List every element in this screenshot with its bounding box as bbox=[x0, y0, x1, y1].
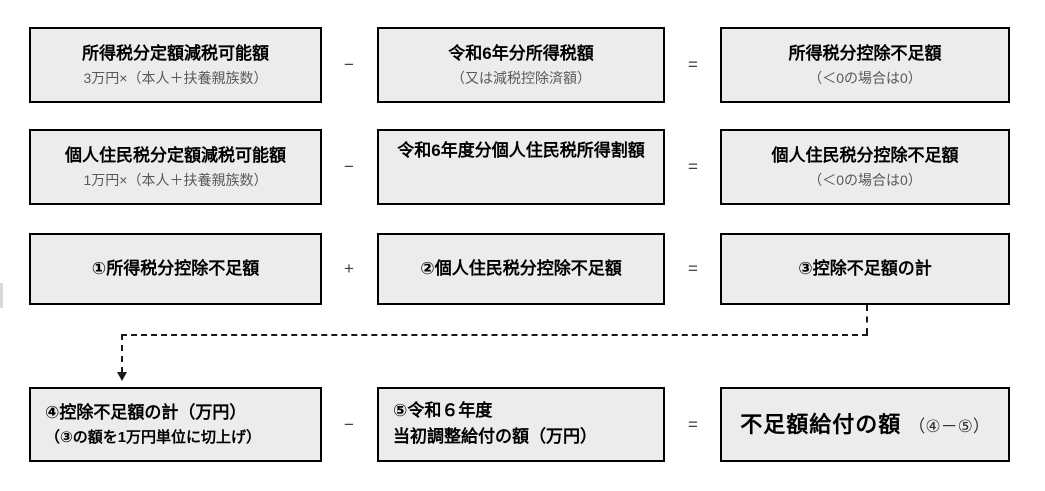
equals-operator: = bbox=[688, 415, 698, 434]
box-subtitle: （又は減税控除済額） bbox=[451, 69, 591, 86]
minus-operator: − bbox=[344, 415, 354, 434]
box-title: ①所得税分控除不足額 bbox=[91, 258, 260, 278]
minus-operator: − bbox=[344, 157, 354, 176]
box-income-tax-reducible-amount: 所得税分定額減税可能額 3万円×（本人＋扶養親族数） bbox=[29, 27, 322, 103]
box-title: 個人住民税分定額減税可能額 bbox=[65, 145, 286, 165]
dashed-connector-horizontal-segment bbox=[121, 334, 868, 336]
dashed-connector-left-down-segment bbox=[121, 334, 123, 373]
equals-operator: = bbox=[688, 259, 698, 278]
minus-operator: − bbox=[344, 55, 354, 74]
clipped-edge-fragment bbox=[0, 283, 3, 308]
box-title: ④控除不足額の計（万円） bbox=[45, 402, 247, 422]
result-label: 不足額給付の額 bbox=[740, 411, 902, 437]
box-title: ③控除不足額の計 bbox=[798, 258, 932, 278]
box-4-total-shortfall-rounded: ④控除不足額の計（万円） （③の額を1万円単位に切上げ） bbox=[29, 387, 322, 462]
box-title: 令和6年度分個人住民税所得割額 bbox=[397, 141, 645, 160]
box-title: 個人住民税分控除不足額 bbox=[771, 145, 959, 165]
box-subtitle: 3万円×（本人＋扶養親族数） bbox=[83, 69, 268, 86]
box-subtitle: （＜0の場合は0） bbox=[808, 171, 922, 188]
result-formula: （④－⑤） bbox=[908, 416, 990, 436]
box-subtitle: 当初調整給付の額（万円） bbox=[393, 427, 597, 447]
box-resident-tax-shortfall: 個人住民税分控除不足額 （＜0の場合は0） bbox=[720, 129, 1010, 205]
box-title: 不足額給付の額 （④－⑤） bbox=[740, 410, 990, 440]
box-subtitle: 1万円×（本人＋扶養親族数） bbox=[83, 171, 268, 188]
plus-operator: + bbox=[344, 259, 354, 278]
box-title: 所得税分控除不足額 bbox=[788, 43, 942, 63]
box-3-total-shortfall: ③控除不足額の計 bbox=[720, 233, 1010, 305]
box-1-income-tax-shortfall: ①所得税分控除不足額 bbox=[29, 233, 322, 305]
box-title: ⑤令和６年度 bbox=[393, 401, 493, 421]
box-subtitle: （③の額を1万円単位に切上げ） bbox=[45, 428, 262, 446]
box-r6-income-tax-amount: 令和6年分所得税額 （又は減税控除済額） bbox=[377, 27, 665, 103]
box-r6-resident-tax-income-portion: 令和6年度分個人住民税所得割額 bbox=[377, 129, 665, 205]
arrow-down-icon bbox=[117, 372, 127, 381]
equals-operator: = bbox=[688, 157, 698, 176]
box-title: 所得税分定額減税可能額 bbox=[82, 43, 269, 63]
box-subtitle: （＜0の場合は0） bbox=[808, 69, 922, 86]
dashed-connector-down-segment bbox=[866, 305, 868, 334]
box-shortfall-benefit-amount: 不足額給付の額 （④－⑤） bbox=[720, 387, 1010, 462]
box-2-resident-tax-shortfall: ②個人住民税分控除不足額 bbox=[377, 233, 665, 305]
box-title: 令和6年分所得税額 bbox=[448, 43, 594, 63]
equals-operator: = bbox=[688, 55, 698, 74]
box-income-tax-shortfall: 所得税分控除不足額 （＜0の場合は0） bbox=[720, 27, 1010, 103]
box-title: ②個人住民税分控除不足額 bbox=[420, 258, 622, 278]
box-5-initial-adjustment-benefit: ⑤令和６年度 当初調整給付の額（万円） bbox=[377, 387, 665, 462]
box-resident-tax-reducible-amount: 個人住民税分定額減税可能額 1万円×（本人＋扶養親族数） bbox=[29, 129, 322, 205]
